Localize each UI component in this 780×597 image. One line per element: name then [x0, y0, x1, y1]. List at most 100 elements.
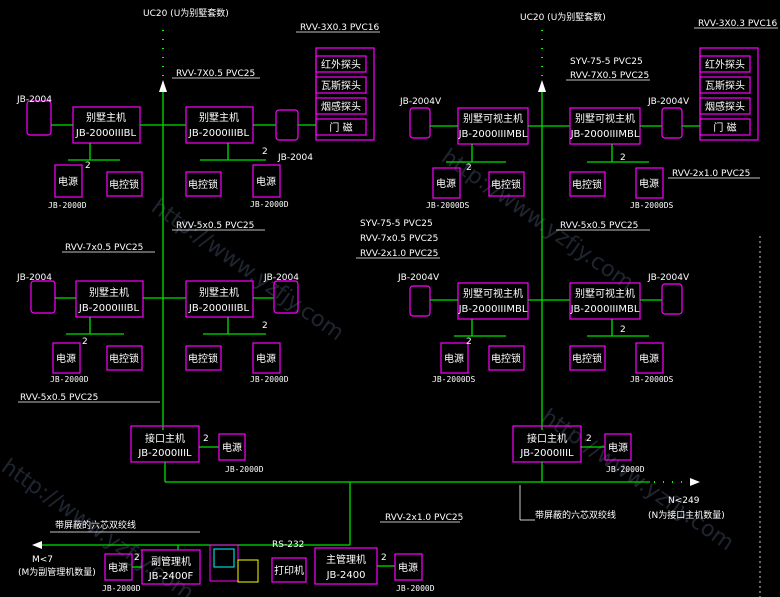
lock-label: 电控锁 — [109, 352, 139, 365]
power-box — [218, 433, 246, 461]
box-title: 别墅主机 — [199, 286, 239, 299]
power-box — [604, 433, 632, 461]
device-label: JB-2004V — [397, 273, 440, 283]
power-label: 电源 — [608, 441, 628, 454]
psu-model: JB-2000D — [250, 375, 289, 384]
device-label: JB-2004 — [277, 153, 313, 163]
rs232-label: RS-232 — [272, 540, 304, 550]
sensor-box — [699, 55, 751, 73]
arrow-right-icon — [690, 478, 700, 486]
box-model: JB-2000IIIMBL — [458, 304, 528, 315]
cable-label: RVV-5x0.5 PVC25 — [560, 221, 638, 231]
device-label: JB-2004 — [16, 273, 52, 283]
psu-model: JB-2000DS — [630, 201, 674, 210]
psu-model: JB-2000D — [102, 584, 141, 593]
lock-label: 电控锁 — [572, 352, 602, 365]
phone-icon — [275, 109, 299, 141]
phone-icon — [661, 107, 683, 139]
lock-label: 电控锁 — [188, 178, 218, 191]
lock-label: 电控锁 — [188, 352, 218, 365]
lock-box — [106, 171, 143, 197]
power-label: 电源 — [256, 175, 276, 188]
sensor-label: 门 磁 — [329, 121, 352, 134]
box-title: 副管理机 — [151, 555, 191, 568]
cable-label: SYV-75-5 PVC25 — [360, 219, 433, 229]
cable-label: RVV-5x0.5 PVC25 — [20, 393, 98, 403]
psu-model: JB-2000DS — [426, 201, 470, 210]
power-label: 电源 — [222, 441, 242, 454]
svg-text:2: 2 — [85, 161, 91, 171]
power-label: 电源 — [436, 177, 456, 190]
box-model: JB-2000IIIBL — [78, 303, 140, 314]
sensor-label: 烟感探头 — [705, 100, 745, 113]
sensor-box — [315, 97, 367, 115]
box-model: JB-2000IIIBL — [75, 128, 137, 139]
svg-text:2: 2 — [586, 434, 592, 444]
phone-icon — [26, 100, 52, 136]
box-model: JB-2400 — [326, 570, 366, 581]
sensor-box — [315, 55, 367, 73]
sensor-label: 红外探头 — [705, 58, 745, 71]
box-model: JB-2000IIIBL — [188, 303, 250, 314]
svg-text:2: 2 — [262, 321, 268, 331]
phone-icon — [661, 283, 683, 315]
sensor-label: 门 磁 — [713, 121, 736, 134]
interface-host-box — [512, 425, 582, 463]
device-label: JB-2004V — [647, 273, 690, 283]
psu-model: JB-2000D — [48, 201, 87, 210]
cable-label: RVV-2x1.0 PVC25 — [385, 513, 463, 523]
power-box — [440, 342, 469, 374]
watermark: http://www.yzfjy.com — [537, 404, 739, 556]
sensor-label: 红外探头 — [321, 58, 361, 71]
box-model: JB-2000IIIL — [519, 448, 574, 459]
power-label: 电源 — [639, 352, 659, 365]
sensor-box — [315, 118, 367, 136]
nc249-label: N<249 — [668, 496, 700, 506]
psu-model: JB-2000D — [606, 465, 645, 474]
cable-label: RVV-3X0.3 PVC16 — [300, 23, 379, 33]
lock-box — [185, 345, 222, 371]
box-model: JB-2000IIIBL — [188, 128, 250, 139]
phone-icon — [30, 280, 56, 314]
sensor-box — [699, 97, 751, 115]
svg-text:2: 2 — [134, 553, 140, 563]
box-title: 别墅主机 — [86, 111, 126, 124]
svg-text:2: 2 — [620, 153, 626, 163]
sensor-label: 瓦斯探头 — [705, 79, 745, 92]
box-title: 别墅可视主机 — [463, 287, 523, 300]
cable-label: RVV-2x1.0 PVC25 — [360, 249, 438, 259]
cable-label: RVV-5x0.5 PVC25 — [176, 221, 254, 231]
villa-host-box — [75, 280, 144, 318]
power-box — [54, 164, 83, 198]
power-label: 电源 — [56, 352, 76, 365]
psu-model: JB-2000DS — [432, 375, 476, 384]
device-label: JB-2004 — [16, 95, 52, 105]
villa-video-host-box — [457, 282, 529, 320]
printer-box — [271, 557, 307, 583]
cable-label: RVV-7X0.5 PVC25 — [570, 71, 649, 81]
device-label: JB-2004V — [399, 97, 442, 107]
power-label: 电源 — [398, 561, 418, 574]
power-box — [252, 342, 281, 374]
cable-label: RVV-3X0.3 PVC16 — [698, 19, 777, 29]
sensor-label: 烟感探头 — [321, 100, 361, 113]
cable-label: RVV-2x1.0 PVC25 — [672, 169, 750, 179]
sensor-box — [315, 76, 367, 94]
twisted-pair-label: 带屏蔽的六芯双绞线 — [55, 519, 136, 531]
phone-icon — [409, 107, 431, 139]
mc7-note: (M为副管理机数量) — [18, 566, 96, 578]
box-model: JB-2000IIIL — [137, 448, 192, 459]
box-title: 主管理机 — [326, 553, 366, 566]
lock-label: 电控锁 — [109, 178, 139, 191]
villa-video-host-box — [569, 282, 641, 320]
lock-label: 电控锁 — [491, 352, 521, 365]
lock-box — [185, 171, 222, 197]
twisted-pair-label: 带屏蔽的六芯双绞线 — [535, 509, 616, 521]
lock-box — [569, 345, 606, 371]
top-left-label: UC20 (U为别墅套数) — [143, 7, 229, 19]
cable-label: RVV-7X0.5 PVC25 — [176, 69, 255, 79]
box-title: 接口主机 — [145, 432, 185, 445]
cable-label: RVV-7x0.5 PVC25 — [65, 243, 143, 253]
power-box — [52, 342, 81, 374]
